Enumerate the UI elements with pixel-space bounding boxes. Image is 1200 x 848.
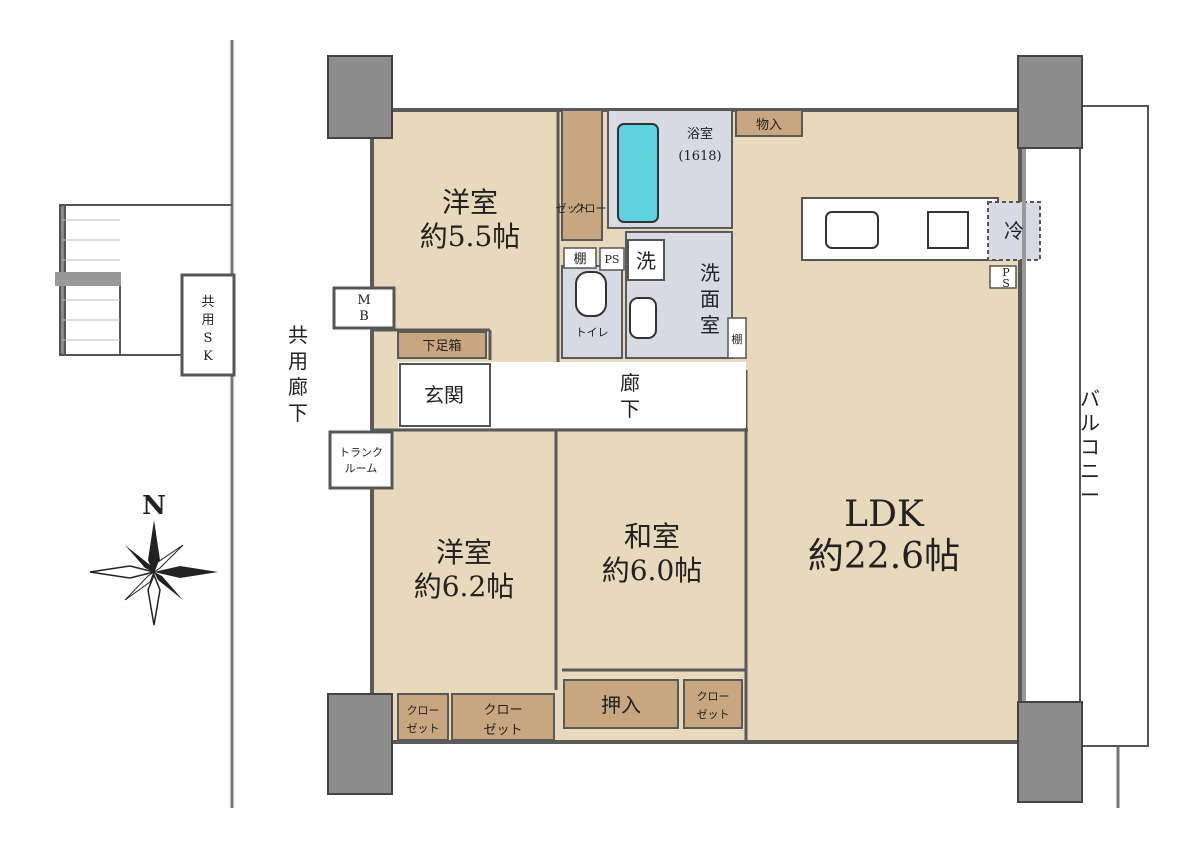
shelf2-box xyxy=(727,317,747,359)
room-ldk-name: LDK xyxy=(844,494,925,535)
bath-label: 浴室 xyxy=(687,126,713,142)
room-bedroom2-size: 約6.2帖 xyxy=(414,570,515,603)
room-bedroom2-name: 洋室 xyxy=(436,536,492,569)
hallway-label-2: 下 xyxy=(620,397,640,421)
common-corridor-label-2: 用 xyxy=(288,349,308,373)
balcony xyxy=(1079,105,1149,747)
room-bedroom1-name: 洋室 xyxy=(442,186,498,219)
washroom-label-1: 洗 xyxy=(700,261,720,285)
mb-label-2: B xyxy=(359,309,369,324)
common-sk-box xyxy=(180,273,236,377)
ps-label: PS xyxy=(605,253,620,266)
balcony-rail xyxy=(1022,110,1026,740)
refrigerator-label: 冷 xyxy=(1004,219,1024,243)
closet-v-label-2: ゼット xyxy=(556,202,589,215)
closet-v-label-1: クロー xyxy=(574,202,607,215)
balcony-label-4: ニ xyxy=(1080,459,1100,483)
toilet-fixture xyxy=(575,271,607,317)
bath-size-label: (1618) xyxy=(678,149,721,164)
compass-rose xyxy=(89,520,218,626)
balcony-label-3: コ xyxy=(1080,435,1100,459)
shelf2-label: 棚 xyxy=(732,332,743,346)
closet-a-label-2: ゼット xyxy=(407,722,440,735)
common-sk-label-4: K xyxy=(203,349,213,364)
common-sk-label-2: 用 xyxy=(201,313,214,328)
ps2-label-1: P xyxy=(1002,266,1010,279)
common-sk-label-3: S xyxy=(204,331,213,346)
balcony-label-2: ル xyxy=(1080,411,1100,435)
closet-c-label-2: ゼット xyxy=(697,708,730,721)
common-stairs xyxy=(55,204,232,356)
trunk-label-1: トランク xyxy=(339,446,383,459)
ps2-label-2: S xyxy=(1002,277,1010,290)
north-label: N xyxy=(142,491,166,521)
interior-walls xyxy=(374,110,748,740)
shelf-box xyxy=(563,247,597,269)
oshiire-label: 押入 xyxy=(601,693,641,717)
bathtub xyxy=(617,123,659,223)
closets xyxy=(397,109,803,741)
trunk-room-box xyxy=(328,430,394,490)
shoe-box-label: 下足箱 xyxy=(422,338,461,354)
closet-c-label-1: クロー xyxy=(697,690,730,703)
room-washitsu-name: 和室 xyxy=(624,520,680,553)
mb-label-1: M xyxy=(357,293,370,308)
common-corridor-label-1: 共 xyxy=(288,323,308,347)
wash-label: 洗 xyxy=(636,249,656,273)
kitchen-counter xyxy=(801,197,1041,289)
trunk-label-2: ルーム xyxy=(345,462,378,475)
common-corridor-label-4: 下 xyxy=(288,401,308,425)
balcony-label-1: バ xyxy=(1080,387,1100,411)
common-sk-label-1: 共 xyxy=(201,295,214,310)
genkan-floor xyxy=(399,363,491,427)
room-ldk-size: 約22.6帖 xyxy=(808,536,960,577)
room-bedroom1-size: 約5.5帖 xyxy=(420,220,521,253)
balcony-label-5: ー xyxy=(1080,483,1100,507)
washroom-label-2: 面 xyxy=(700,287,720,311)
room-washitsu-size: 約6.0帖 xyxy=(602,554,703,587)
common-corridor-label-3: 廊 xyxy=(288,375,308,399)
washer-space xyxy=(627,239,665,281)
mb-box xyxy=(332,286,396,330)
toilet-label: トイレ xyxy=(576,326,609,339)
washroom-label-3: 室 xyxy=(700,313,720,337)
shelf-label: 棚 xyxy=(573,252,586,267)
closet-b-label-2: ゼット xyxy=(483,723,522,738)
closet-a-label-1: クロー xyxy=(407,704,440,717)
hallway-label-1: 廊 xyxy=(620,371,640,395)
sink-fixture xyxy=(629,297,657,339)
genkan-label: 玄関 xyxy=(424,383,464,407)
closet-b-label-1: クロー xyxy=(483,703,522,718)
storage-label: 物入 xyxy=(756,118,782,133)
columns xyxy=(327,55,1083,803)
ps-box xyxy=(599,247,625,271)
